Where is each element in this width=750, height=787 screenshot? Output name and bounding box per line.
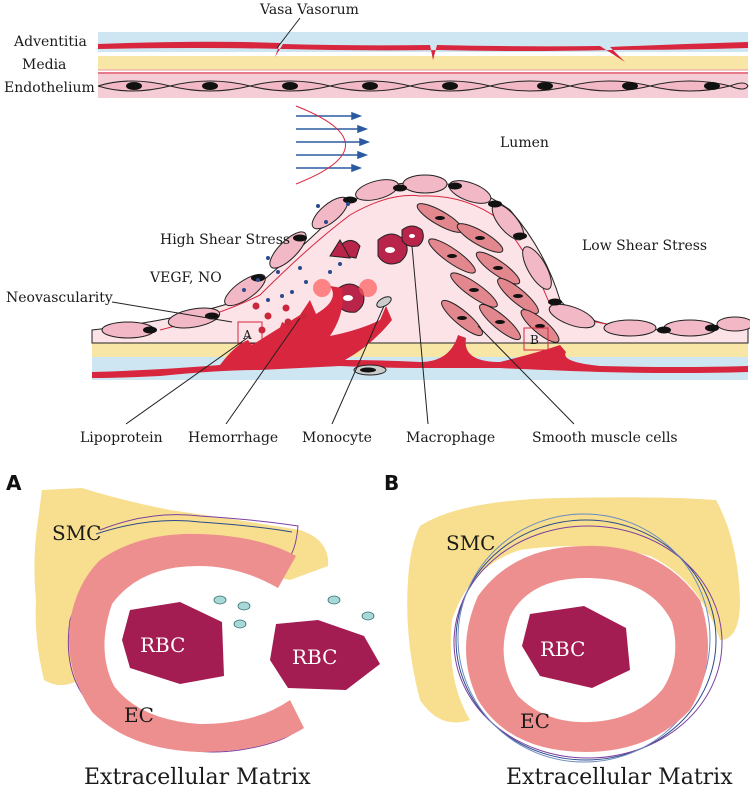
- fibrous-cap-line: [159, 194, 621, 331]
- panel-b-letter: B: [384, 471, 399, 495]
- neovessel-network: [92, 286, 748, 378]
- label-high-shear-stress: High Shear Stress: [160, 232, 290, 248]
- panel-a: A RBC RBC SMC EC Extracellular Matrix: [6, 471, 380, 787]
- box-a-label: A: [242, 328, 252, 342]
- label-vasa-vasorum: Vasa Vasorum: [259, 2, 359, 18]
- monocyte-nucleus: [360, 367, 376, 373]
- panel-b-smc-label: SMC: [446, 531, 495, 555]
- panel-a-ec-ring: [68, 533, 304, 752]
- normal-vessel-wall: [97, 32, 749, 98]
- label-vegf-no: VEGF, NO: [149, 270, 222, 286]
- neovessel-branch-left: [220, 340, 252, 368]
- panel-b: B RBC SMC EC Extracellular Matrix: [384, 471, 740, 787]
- plaque-vessel-wall: A B: [91, 174, 750, 380]
- flow-profile-curve: [295, 105, 346, 185]
- inflammation-glow-2: [359, 279, 377, 297]
- label-lipoprotein: Lipoprotein: [80, 430, 163, 446]
- lipoprotein-dots: [242, 202, 350, 302]
- smc-nuclei: [435, 216, 545, 328]
- endothelial-nuclei: [126, 82, 720, 90]
- label-adventitia: Adventitia: [13, 34, 87, 50]
- panel-a-rbc-inside-label: RBC: [140, 633, 185, 657]
- label-macrophage: Macrophage: [406, 430, 495, 446]
- media-layer: [98, 56, 748, 70]
- panel-b-smc-region: [407, 497, 740, 723]
- panel-a-smc-label: SMC: [52, 521, 101, 545]
- endothelial-cells: [97, 80, 749, 92]
- panel-a-ecm-label: Extracellular Matrix: [84, 765, 311, 787]
- panel-a-ec-label: EC: [124, 703, 154, 727]
- panel-b-ecm-label: Extracellular Matrix: [506, 765, 733, 787]
- box-b: [523, 327, 549, 351]
- label-neovascularity: Neovascularity: [6, 290, 113, 306]
- plaque-media: [92, 343, 748, 357]
- panel-a-letter: A: [6, 471, 22, 495]
- panel-a-rbc-inside: [122, 602, 224, 684]
- label-low-shear-stress: Low Shear Stress: [582, 238, 707, 254]
- leader-vasa-vasorum: [276, 17, 301, 49]
- label-media: Media: [22, 57, 66, 73]
- label-lumen: Lumen: [500, 135, 549, 151]
- panel-b-membrane-lines: [453, 513, 723, 763]
- inflammation-glow: [313, 279, 331, 297]
- box-a: [237, 321, 263, 345]
- vasa-vasorum-vessel: [98, 41, 748, 62]
- bottom-leader-lines: [125, 245, 575, 425]
- panel-b-rbc: [522, 606, 630, 688]
- leader-neovascularity: [111, 301, 233, 323]
- box-b-label: B: [530, 333, 539, 347]
- label-monocyte: Monocyte: [302, 430, 372, 446]
- panel-a-smc-region: [34, 488, 329, 685]
- panel-b-rbc-label: RBC: [540, 637, 585, 661]
- panel-a-lipoproteins: [213, 595, 375, 629]
- panel-a-rbc-outside-label: RBC: [292, 645, 337, 669]
- label-hemorrhage: Hemorrhage: [188, 430, 278, 446]
- panel-b-ec-label: EC: [520, 709, 550, 733]
- label-smooth-muscle-cells: Smooth muscle cells: [532, 430, 678, 446]
- neovessel-branch-hemorrhage: [272, 322, 290, 354]
- label-endothelium: Endothelium: [4, 80, 95, 96]
- panel-a-rbc-outside: [270, 620, 380, 690]
- plaque-endothelial-nuclei: [143, 182, 719, 334]
- flow-arrows: [296, 111, 371, 173]
- macrophage-nuclei: [343, 234, 415, 301]
